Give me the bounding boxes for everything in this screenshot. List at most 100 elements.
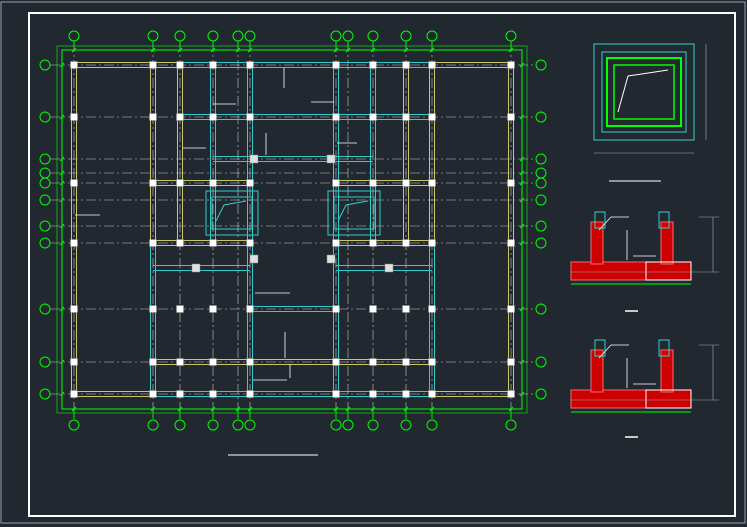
pit-inner [333,196,375,230]
detail-inner [601,51,687,133]
column [70,305,78,313]
column [246,113,254,121]
axis-bubble-right [535,111,547,123]
axis-bubble-right [535,303,547,315]
column [428,239,436,247]
axis-bubble-bottom [342,419,354,431]
axis-bubble-right [535,177,547,189]
axis-bubble-top [244,30,256,42]
column [176,390,184,398]
column [176,239,184,247]
dim-tick [519,170,525,176]
dim-tick [519,306,525,312]
column [507,179,515,187]
dim-tick [235,406,241,412]
column [332,390,340,398]
stub-left [594,339,606,357]
axis-bubble-bottom [174,419,186,431]
column [246,179,254,187]
dim-tick [247,406,253,412]
foundation-plan [39,30,547,431]
dim-tick [333,47,339,53]
dim-tick [210,47,216,53]
column [176,179,184,187]
axis-bubble-left [39,194,51,206]
column [332,305,340,313]
dim-tick [59,62,65,68]
column [209,179,217,187]
dim-tick [519,240,525,246]
footing-base [570,261,692,281]
column [246,61,254,69]
column [369,113,377,121]
dimension-frame-outer [56,45,528,414]
column [149,305,157,313]
column [70,390,78,398]
axis-bubble-bottom [68,419,80,431]
stub-right [658,211,670,229]
column [246,358,254,366]
dim-tick [150,47,156,53]
axis-bubble-left [39,237,51,249]
column [70,113,78,121]
column [70,358,78,366]
axis-bubble-bottom [505,419,517,431]
detail-green-outer [606,57,682,127]
axis-bubble-top [147,30,159,42]
dim-tick [59,306,65,312]
dim-tick [59,156,65,162]
axis-bubble-right [535,220,547,232]
column [332,113,340,121]
column [402,61,410,69]
axis-bubble-left [39,388,51,400]
dim-tick [429,406,435,412]
axis-bubble-left [39,177,51,189]
dim-tick [508,47,514,53]
pit-inner [211,196,253,230]
column [428,390,436,398]
column [176,305,184,313]
dim-tick [71,47,77,53]
detail-green-inner [613,64,675,120]
dim-tick [150,406,156,412]
column-large [249,254,259,264]
column [428,61,436,69]
dim-tick [59,114,65,120]
column [209,390,217,398]
axis-bubble-bottom [367,419,379,431]
column [209,113,217,121]
dim-tick [429,47,435,53]
column-large [249,154,259,164]
dim-tick [370,406,376,412]
column [507,305,515,313]
column [332,239,340,247]
slab-block [645,389,692,409]
axis-bubble-right [535,194,547,206]
column [149,390,157,398]
dim-tick [247,47,253,53]
column [176,61,184,69]
dim-tick [519,391,525,397]
dim-tick [519,197,525,203]
column [209,239,217,247]
column [402,113,410,121]
axis-bubble-right [535,153,547,165]
dim-tick [59,359,65,365]
column [246,305,254,313]
column [70,61,78,69]
column-large [326,154,336,164]
stub-left [594,211,606,229]
axis-bubble-left [39,303,51,315]
column [149,113,157,121]
column [209,305,217,313]
column-large [191,263,201,273]
column [369,179,377,187]
axis-bubble-top [68,30,80,42]
dim-tick [177,47,183,53]
dim-tick [59,391,65,397]
column [507,239,515,247]
column-large [384,263,394,273]
dim-tick [333,406,339,412]
detail-outline [593,43,695,141]
axis-bubble-bottom [147,419,159,431]
